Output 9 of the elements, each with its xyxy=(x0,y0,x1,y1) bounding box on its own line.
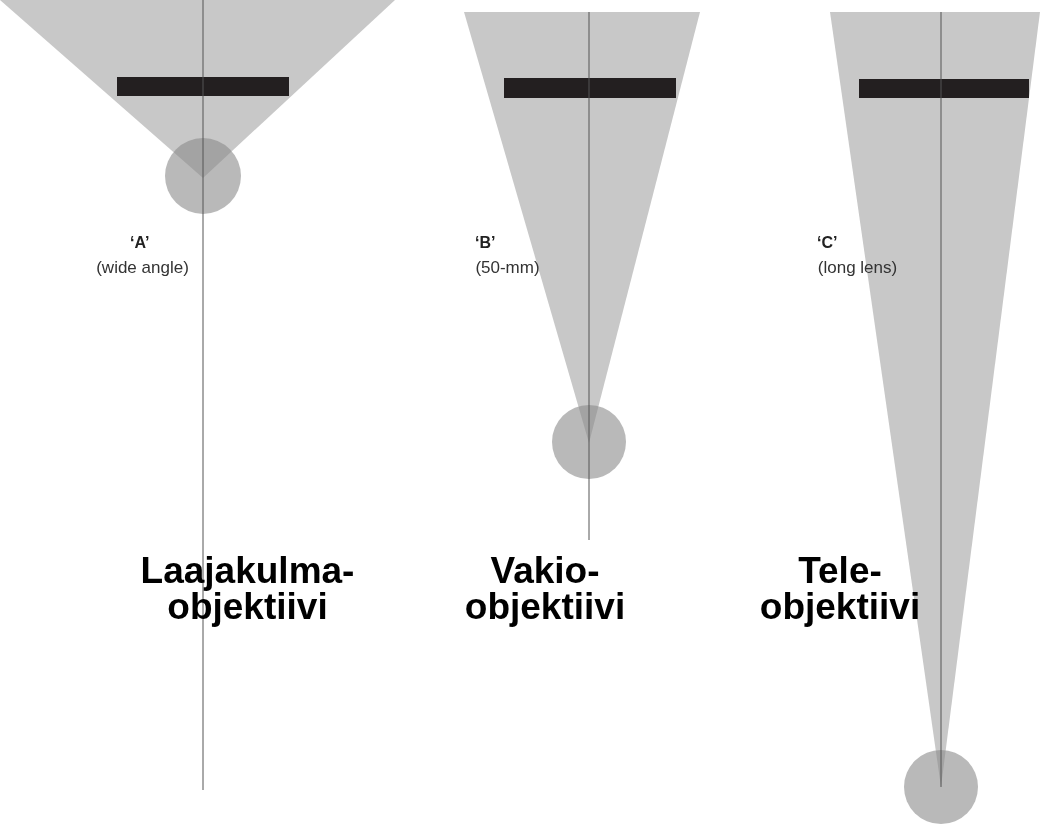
lens-caption: (long lens) xyxy=(816,258,899,278)
lens-letter: ‘B’ xyxy=(475,234,497,252)
lens-caption: (50-mm) xyxy=(474,258,541,278)
lens-caption: (wide angle) xyxy=(95,258,190,278)
lens-type-heading: Laajakulma- objektiivi xyxy=(139,553,356,625)
lens-letter: ‘A’ xyxy=(130,234,151,252)
lens-letter: ‘C’ xyxy=(817,234,839,252)
lens-type-heading: Vakio- objektiivi xyxy=(463,553,627,625)
lens-type-heading: Tele- objektiivi xyxy=(758,553,922,625)
